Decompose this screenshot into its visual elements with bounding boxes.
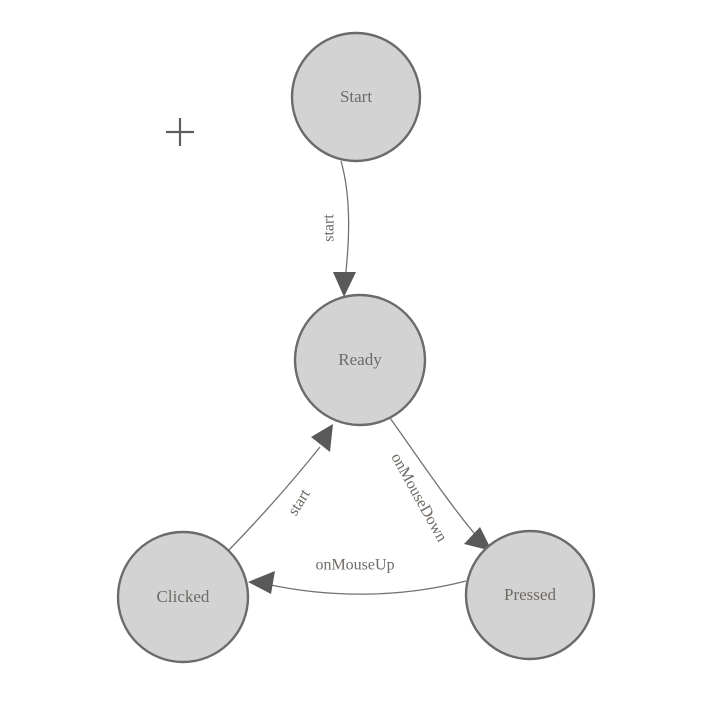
edge-clicked-to-ready-path[interactable] — [227, 446, 321, 552]
node-ready-circle[interactable] — [293, 293, 427, 427]
edge-ready-to-pressed-label: onMouseDown — [387, 450, 450, 545]
node-start[interactable]: Start — [290, 31, 422, 163]
node-pressed-circle[interactable] — [464, 529, 596, 661]
node-start-circle[interactable] — [290, 31, 422, 163]
edge-ready-to-pressed-arrowhead — [464, 527, 492, 551]
edge-start-to-ready-label: start — [321, 214, 338, 242]
node-clicked[interactable]: Clicked — [116, 530, 250, 664]
edge-pressed-to-clicked-path[interactable] — [265, 580, 467, 595]
edge-pressed-to-clicked[interactable]: onMouseUp — [248, 557, 467, 595]
edge-clicked-to-ready-arrowhead — [311, 424, 333, 452]
edge-clicked-to-ready-label: start — [285, 486, 314, 519]
edge-ready-to-pressed-path[interactable] — [389, 417, 481, 541]
edge-pressed-to-clicked-arrowhead — [248, 571, 275, 594]
edge-clicked-to-ready[interactable]: start — [227, 424, 333, 552]
edge-ready-to-pressed[interactable]: onMouseDown — [387, 417, 492, 551]
edge-pressed-to-clicked-label: onMouseUp — [315, 557, 394, 574]
node-clicked-circle[interactable] — [116, 530, 250, 664]
edge-start-to-ready-path[interactable] — [340, 160, 350, 282]
node-ready[interactable]: Ready — [293, 293, 427, 427]
edge-start-to-ready[interactable]: start — [321, 160, 356, 297]
edge-start-to-ready-arrowhead — [333, 272, 356, 297]
crosshair-icon[interactable] — [166, 118, 194, 146]
node-pressed[interactable]: Pressed — [464, 529, 596, 661]
